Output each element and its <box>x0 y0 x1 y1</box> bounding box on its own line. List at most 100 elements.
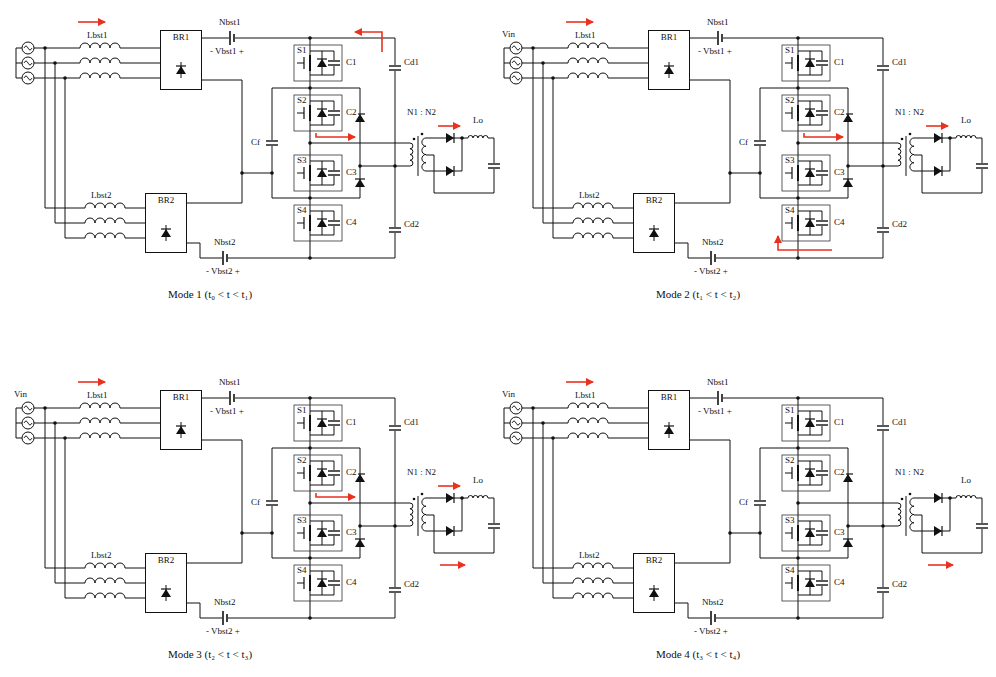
wire <box>65 78 145 238</box>
wire <box>914 498 950 499</box>
wire-gap <box>815 170 829 176</box>
switch-label: S2 <box>296 96 308 105</box>
wire-gap <box>717 30 723 46</box>
capacitor-symbol <box>328 224 340 225</box>
capacitor-symbol <box>877 231 889 232</box>
wire <box>798 398 799 618</box>
wire-gap <box>815 220 829 226</box>
capacitor-symbol <box>877 591 889 592</box>
capacitor-label: Cf <box>738 138 749 147</box>
capacitor-label: Cf <box>250 498 261 507</box>
switch-label: S4 <box>296 566 308 575</box>
wire-gap <box>222 250 228 266</box>
ac-source-symbol <box>512 406 520 410</box>
capacitor-symbol <box>389 587 401 588</box>
mosfet-symbol <box>797 525 799 541</box>
junction-dot <box>796 36 800 40</box>
diode-symbol <box>805 108 815 109</box>
junction-dot <box>63 76 67 80</box>
current-arrow <box>438 485 460 487</box>
wire <box>55 423 145 583</box>
diode-symbol <box>446 493 454 503</box>
wire-gap <box>796 215 800 231</box>
wire <box>187 80 242 203</box>
capacitor-label: C2 <box>345 468 358 477</box>
battery-symbol <box>717 391 719 405</box>
mosfet-symbol <box>297 423 304 424</box>
capacitor-symbol <box>816 60 828 61</box>
diode-symbol <box>805 578 815 579</box>
voltage-label: - Vbst2 + <box>693 267 729 276</box>
inductor-label: Lo <box>472 476 484 485</box>
wire-gap <box>753 140 767 146</box>
diode-symbol <box>805 469 815 477</box>
switch-box <box>294 95 342 131</box>
wire-gap <box>815 420 829 426</box>
ac-source-symbol <box>22 402 34 414</box>
current-arrow <box>316 493 355 497</box>
junction-dot <box>541 61 545 65</box>
wire <box>360 526 410 527</box>
capacitor-label: Cd2 <box>891 580 908 589</box>
battery-symbol <box>710 251 712 265</box>
wire <box>730 533 760 534</box>
inductor-symbol <box>80 433 120 438</box>
ac-source-symbol <box>512 61 520 65</box>
junction-dot <box>43 406 47 410</box>
polarity-dot <box>413 138 416 141</box>
switch-box <box>782 405 830 441</box>
inductor-label: Lbst1 <box>574 391 597 400</box>
wire <box>34 48 160 49</box>
capacitor-symbol <box>976 527 988 528</box>
junction-dot <box>796 256 800 260</box>
capacitor-symbol <box>266 140 278 141</box>
transformer-winding <box>910 498 914 531</box>
current-arrow <box>355 32 382 52</box>
mosfet-symbol <box>797 55 799 71</box>
wire <box>543 63 633 223</box>
mosfet-symbol <box>309 55 311 71</box>
polarity-dot <box>901 498 904 501</box>
capacitor-symbol <box>816 114 828 115</box>
diode-symbol <box>654 225 655 241</box>
diode-symbol <box>934 166 942 176</box>
wire <box>848 166 898 167</box>
mosfet-symbol <box>309 465 311 481</box>
current-arrow <box>804 133 843 137</box>
capacitor-label: C4 <box>345 578 358 587</box>
turns-ratio: N1 : N2 <box>894 108 925 117</box>
inductor-label: Lo <box>960 476 972 485</box>
wire-gap <box>796 165 800 181</box>
wire-gap <box>308 55 312 71</box>
battery-symbol <box>714 254 716 262</box>
wire <box>730 173 760 174</box>
diode-symbol <box>317 529 327 537</box>
wire <box>504 48 510 49</box>
wire <box>533 408 633 568</box>
wire <box>504 48 505 78</box>
capacitor-label: Cd1 <box>891 418 908 427</box>
switch-box <box>782 515 830 551</box>
capacitor-symbol <box>816 110 828 111</box>
wire <box>504 423 510 424</box>
ac-source-symbol <box>512 436 520 440</box>
diode-symbol <box>355 179 365 187</box>
transformer-core <box>418 136 419 176</box>
diode-symbol <box>317 108 327 109</box>
wire-gap <box>308 105 312 121</box>
current-arrow <box>316 133 355 137</box>
inductor-symbol <box>85 563 125 568</box>
transformer-winding <box>410 143 413 166</box>
wire <box>553 438 633 598</box>
inductor-label: Lbst2 <box>578 551 601 560</box>
capacitor-symbol <box>328 174 340 175</box>
junction-dot <box>728 171 732 175</box>
wire <box>16 48 22 49</box>
inductor-symbol <box>573 593 613 598</box>
capacitor-symbol <box>328 474 340 475</box>
capacitor-symbol <box>328 420 340 421</box>
wire-gap <box>327 60 341 66</box>
voltage-label: Vin <box>501 390 516 399</box>
wire <box>504 78 510 79</box>
wire-gap <box>796 465 800 481</box>
